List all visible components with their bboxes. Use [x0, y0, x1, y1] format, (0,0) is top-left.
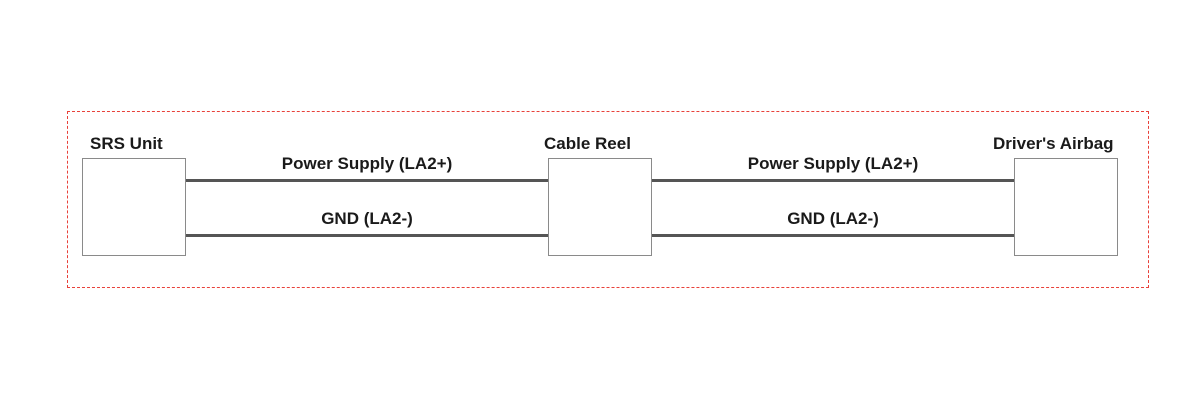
wire-power-supply-left	[186, 179, 548, 182]
wire-label-power-supply-right: Power Supply (LA2+)	[747, 154, 919, 173]
wire-gnd-left	[186, 234, 548, 237]
diagram-frame	[67, 111, 1149, 288]
wire-label-gnd-left: GND (LA2-)	[321, 209, 413, 228]
drivers-airbag-label: Driver's Airbag	[993, 134, 1114, 153]
drivers-airbag-box	[1014, 158, 1118, 256]
srs-unit-box	[82, 158, 186, 256]
cable-reel-box	[548, 158, 652, 256]
srs-unit-label: SRS Unit	[90, 134, 163, 153]
wire-label-gnd-right: GND (LA2-)	[787, 209, 879, 228]
cable-reel-label: Cable Reel	[544, 134, 631, 153]
wire-gnd-right	[652, 234, 1014, 237]
wire-power-supply-right	[652, 179, 1014, 182]
wire-label-power-supply-left: Power Supply (LA2+)	[281, 154, 453, 173]
